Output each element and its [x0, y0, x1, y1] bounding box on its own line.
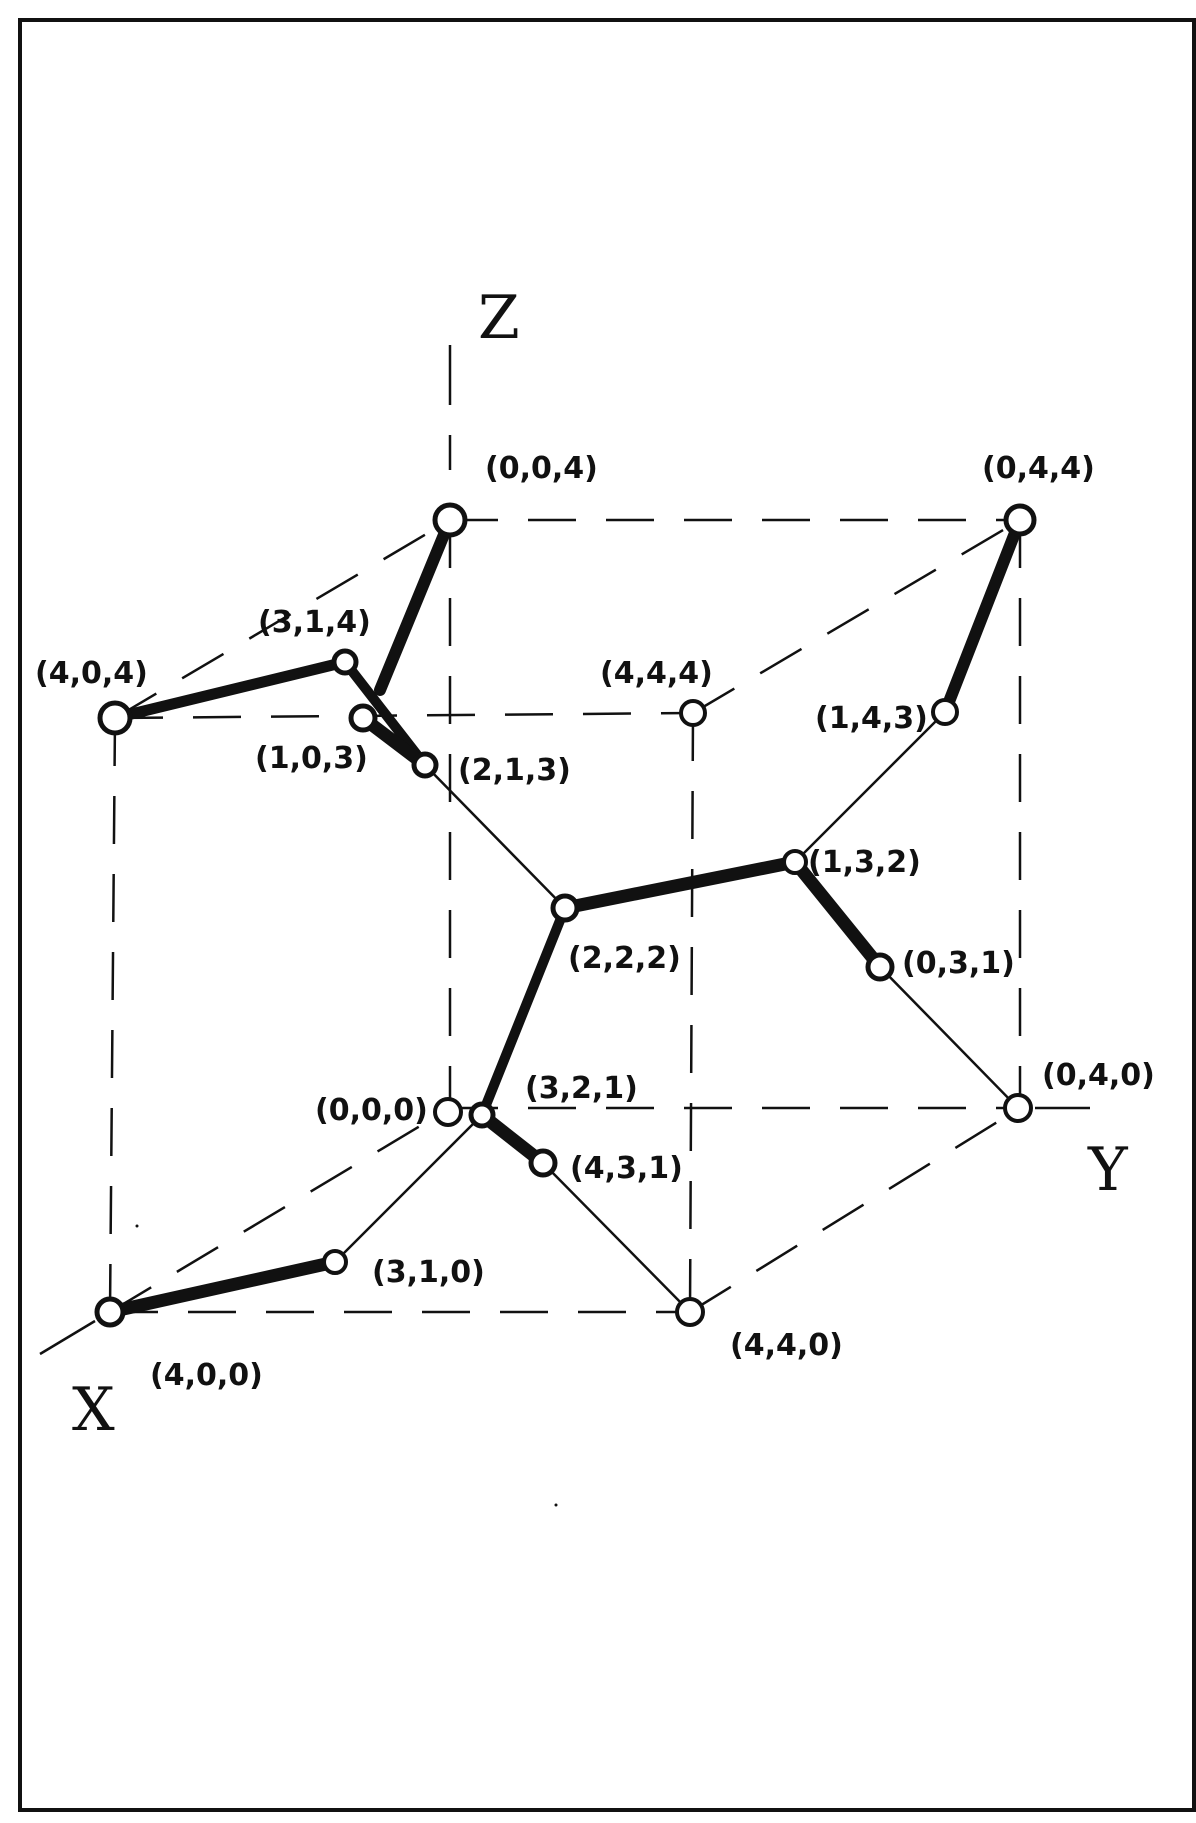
node-4-3-1: [528, 1148, 558, 1178]
bond-031-040: [879, 966, 1019, 1109]
node-2-1-3: [411, 751, 439, 779]
edge-404-444: [114, 711, 694, 720]
label-4-3-1: (4,3,1): [570, 1151, 683, 1186]
bond-321-310: [334, 1114, 483, 1263]
vertex-labels: (0,0,4) (0,4,4) (4,0,4) (4,4,4) (0,0,0) …: [35, 451, 1155, 1393]
label-2-2-2: (2,2,2): [568, 941, 681, 976]
label-3-1-4: (3,1,4): [258, 605, 371, 640]
node-1-0-3: [348, 703, 378, 733]
node-3-2-1: [468, 1101, 496, 1129]
node-3-1-0: [322, 1249, 348, 1275]
speck-mark: [554, 1503, 558, 1507]
label-4-4-4: (4,4,4): [600, 656, 713, 691]
bond-431-440: [542, 1162, 691, 1313]
bond-213-222: [424, 764, 566, 909]
edge-444-440: [688, 712, 695, 1313]
node-0-3-1: [865, 952, 895, 982]
y-axis-label: Y: [1087, 1135, 1129, 1205]
node-4-4-0: [675, 1297, 705, 1327]
axis-lines: [39, 345, 1090, 1356]
z-axis-label: Z: [478, 283, 520, 353]
edge-440-040: [689, 1106, 1021, 1314]
label-2-1-3: (2,1,3): [458, 753, 571, 788]
node-0-4-0: [1003, 1093, 1033, 1123]
edge-444-044: [692, 518, 1021, 715]
thin-bonds: [334, 711, 1019, 1313]
edge-404-004: [114, 518, 451, 720]
edge-400-000: [109, 1106, 451, 1314]
node-4-0-0: [94, 1296, 126, 1328]
node-0-0-4: [432, 502, 468, 538]
cube-edges: [108, 518, 1022, 1314]
label-0-0-4: (0,0,4): [485, 451, 598, 486]
label-1-4-3: (1,4,3): [815, 701, 928, 736]
bond-222-132: [558, 855, 802, 915]
label-4-0-4: (4,0,4): [35, 656, 148, 691]
bond-132-143: [794, 711, 946, 863]
node-labels: (3,1,4) (1,0,3) (2,1,3) (1,4,3) (1,3,2) …: [255, 605, 1015, 1290]
x-axis-line: [39, 1319, 96, 1356]
edge-404-400: [108, 717, 117, 1313]
label-0-4-4: (0,4,4): [982, 451, 1095, 486]
bond-404-314: [109, 656, 351, 724]
node-3-1-4: [331, 648, 359, 676]
label-1-0-3: (1,0,3): [255, 741, 368, 776]
bond-132-031: [788, 855, 887, 974]
node-0-0-0: [433, 1097, 463, 1127]
label-0-0-0: (0,0,0): [315, 1093, 428, 1128]
label-1-3-2: (1,3,2): [808, 845, 921, 880]
label-4-4-0: (4,4,0): [730, 1328, 843, 1363]
node-4-0-4: [97, 700, 133, 736]
speck-mark: [135, 1224, 139, 1228]
node-2-2-2: [550, 893, 580, 923]
nodes: [94, 502, 1037, 1328]
bond-400-310: [103, 1255, 342, 1319]
label-4-0-0: (4,0,0): [150, 1358, 263, 1393]
node-4-4-4: [679, 699, 707, 727]
label-3-2-1: (3,2,1): [525, 1071, 638, 1106]
node-0-4-4: [1003, 503, 1037, 537]
label-0-3-1: (0,3,1): [902, 946, 1015, 981]
label-0-4-0: (0,4,0): [1042, 1058, 1155, 1093]
node-1-4-3: [931, 698, 959, 726]
bond-143-044: [939, 514, 1026, 718]
frame-border: [18, 18, 1196, 1812]
x-axis-label: X: [72, 1375, 115, 1445]
label-3-1-0: (3,1,0): [372, 1255, 485, 1290]
node-1-3-2: [782, 849, 808, 875]
bond-222-321: [477, 903, 570, 1120]
bond-004-103: [374, 514, 456, 696]
